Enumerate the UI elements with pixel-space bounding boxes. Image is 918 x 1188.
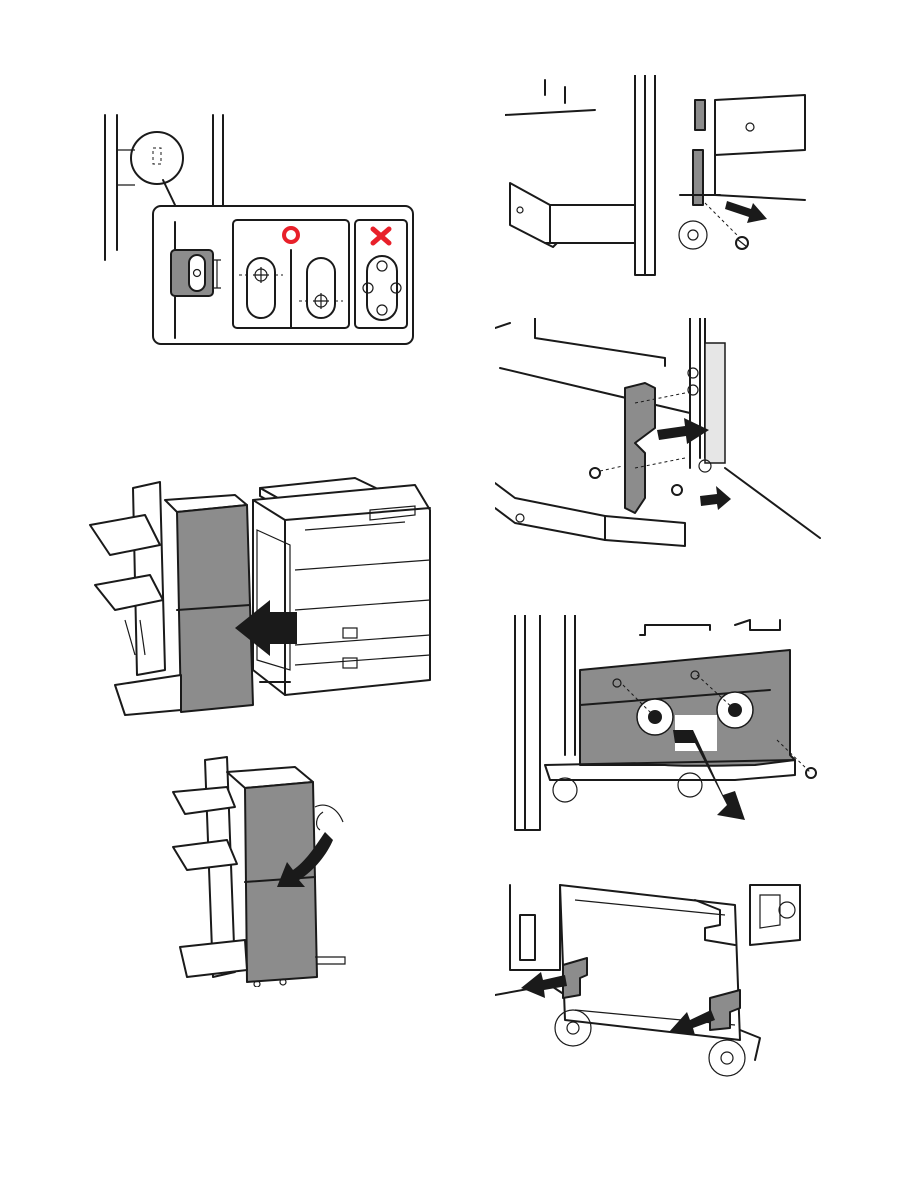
pull-arrow-icon [725,201,767,223]
side-bracket-diagram [495,318,825,558]
pull-arrow-icon [657,418,709,444]
figure-remove-caster-brackets [495,880,820,1080]
figure-slot-alignment-detail [95,110,425,350]
finisher-unit [90,482,253,715]
finisher-detach-diagram [85,460,435,725]
lower-cover-diagram [495,615,820,835]
front-door-diagram [165,752,365,987]
rear-bracket [693,150,703,205]
figure-detach-finisher [85,460,435,725]
slot-alignment-diagram [95,110,425,350]
magnifier-circle [131,132,183,184]
caster-bracket-left [563,958,587,998]
rear-screw-diagram [505,75,815,285]
caster-bracket-diagram [495,880,820,1080]
pull-arrow-icon [521,972,567,998]
copier-machine [253,478,430,695]
caster-bracket-right [710,990,740,1030]
figure-open-front-door [165,752,365,987]
figure-remove-lower-cover [495,615,820,835]
screw-icon [736,237,748,249]
figure-remove-rear-screw [505,75,815,285]
side-bracket [625,383,655,513]
figure-remove-side-bracket [495,318,825,558]
